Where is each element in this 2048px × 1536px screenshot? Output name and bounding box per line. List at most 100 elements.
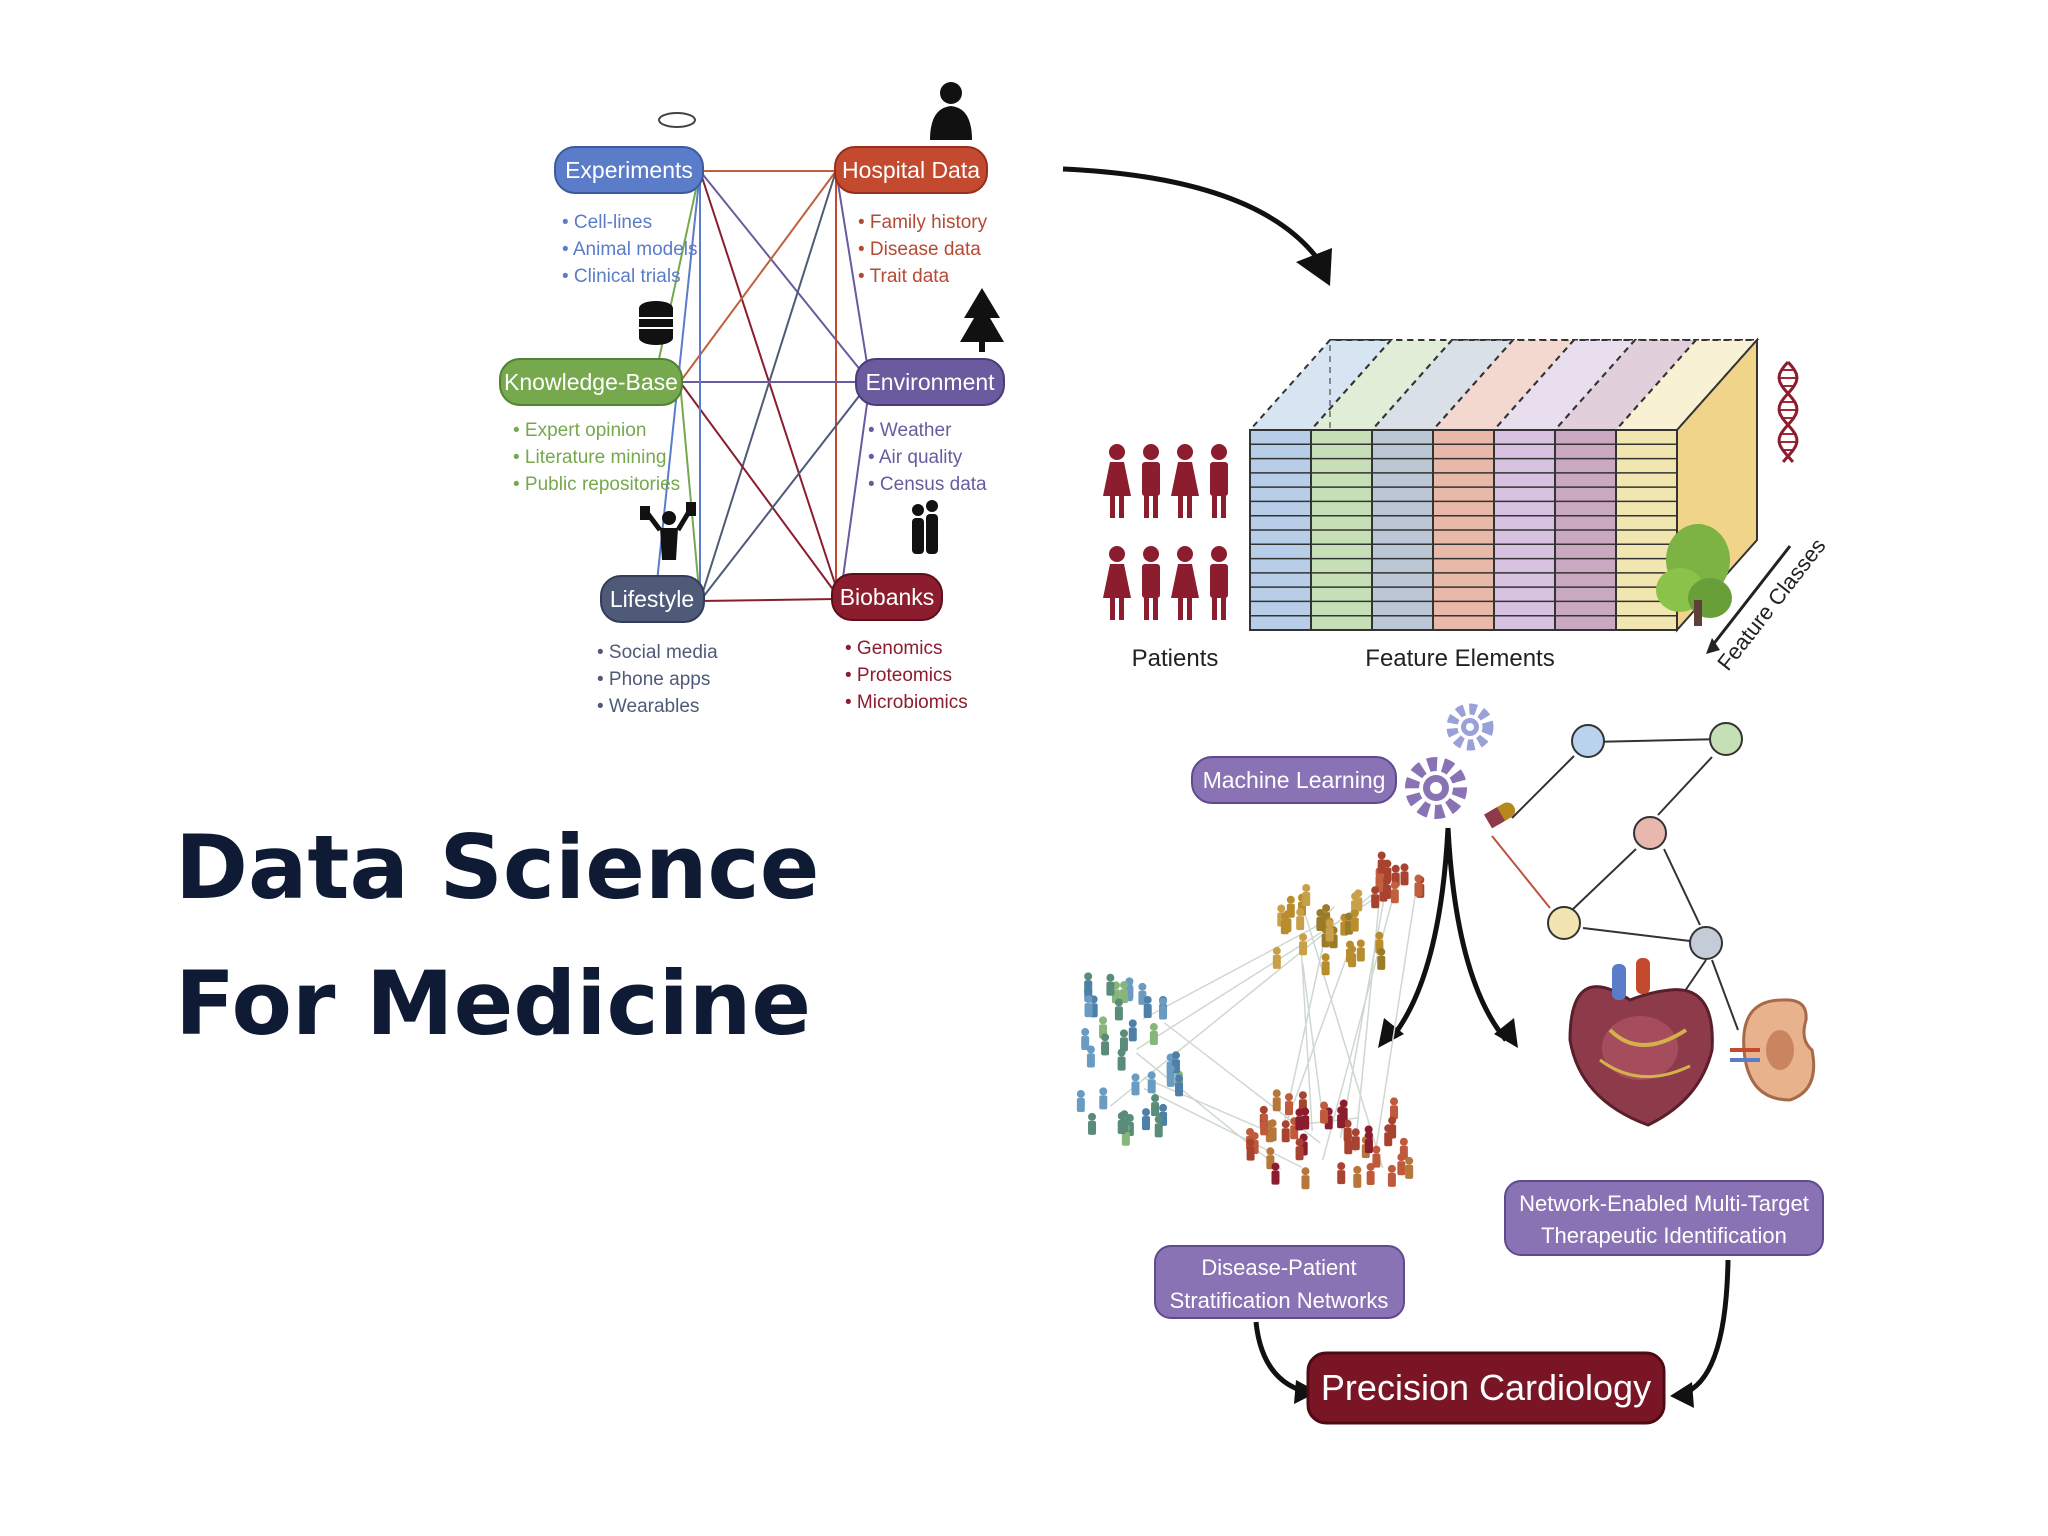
patient-node bbox=[1154, 1115, 1163, 1138]
environment-label: Environment bbox=[865, 369, 995, 395]
arrow-to-outcome-right-head bbox=[1670, 1382, 1694, 1408]
patient-icon bbox=[1103, 546, 1131, 620]
split-arrow-right-head bbox=[1494, 1018, 1518, 1048]
patient-node bbox=[1377, 947, 1386, 970]
patient-node bbox=[1283, 910, 1292, 933]
tree-icon bbox=[960, 288, 1004, 352]
feature-cube: Patients Feature Elements Feature Classe… bbox=[1103, 337, 1831, 675]
patient-node bbox=[1354, 889, 1363, 912]
patient-icon bbox=[1103, 444, 1131, 518]
source-biobanks: Biobanks • Genomics • Proteomics • Micro… bbox=[831, 500, 968, 713]
patient-icon bbox=[1171, 444, 1199, 518]
pill-icon bbox=[1484, 802, 1516, 829]
patient-node bbox=[1344, 1132, 1353, 1155]
patient-node bbox=[1353, 1165, 1362, 1188]
patient-node bbox=[1387, 1164, 1396, 1187]
patient-stratification-network bbox=[1076, 851, 1425, 1190]
experiments-item: • Animal models bbox=[562, 239, 698, 260]
hospital-data-box bbox=[834, 146, 988, 194]
patient-node bbox=[1390, 1097, 1399, 1120]
patient-node bbox=[1159, 997, 1168, 1020]
hospital-data-item: • Disease data bbox=[858, 239, 981, 260]
machine-learning-section: Machine Learning bbox=[1076, 703, 1824, 1425]
source-knowledge-base: Knowledge-Base • Expert opinion • Litera… bbox=[499, 301, 683, 495]
therapeutic-identification-box bbox=[1504, 1180, 1824, 1256]
stratification-box bbox=[1154, 1245, 1405, 1319]
hospital-data-label: Hospital Data bbox=[842, 157, 980, 183]
patient-node bbox=[1295, 1138, 1304, 1161]
precision-cardiology-label: Precision Cardiology bbox=[1321, 1367, 1651, 1408]
patient-node bbox=[1337, 1162, 1346, 1185]
experiments-item: • Cell-lines bbox=[562, 212, 652, 233]
split-arrow-left-head bbox=[1378, 1018, 1404, 1048]
patient-icon bbox=[1142, 546, 1160, 620]
source-lifestyle: Lifestyle • Social media • Phone apps • … bbox=[597, 502, 718, 717]
patient-node bbox=[1114, 998, 1123, 1021]
flow-arrow bbox=[1062, 166, 1323, 264]
patient-node bbox=[1088, 1112, 1097, 1135]
patient-node bbox=[1320, 1101, 1329, 1124]
patient-node bbox=[1268, 1119, 1277, 1142]
knowledge-base-item: • Public repositories bbox=[513, 474, 680, 495]
patient-node bbox=[1101, 1033, 1110, 1056]
weightlifter-icon bbox=[640, 502, 696, 560]
patient-node bbox=[1149, 1023, 1158, 1046]
environment-item: • Census data bbox=[868, 474, 987, 495]
patient-node bbox=[1281, 1120, 1290, 1143]
database-icon bbox=[639, 301, 673, 345]
patient-icons bbox=[1103, 444, 1228, 620]
title-line-1: Data Science bbox=[175, 816, 820, 919]
stratification-label-line2: Stratification Networks bbox=[1170, 1288, 1389, 1313]
patient-node bbox=[1099, 1087, 1108, 1110]
patient-node bbox=[1296, 908, 1305, 931]
biobanks-item: • Genomics bbox=[845, 638, 942, 659]
patient-node bbox=[1372, 1145, 1381, 1168]
patient-node bbox=[1299, 933, 1308, 956]
kidney-icon bbox=[1730, 998, 1816, 1102]
precision-cardiology-box bbox=[1306, 1351, 1666, 1425]
patient-node bbox=[1295, 1108, 1304, 1131]
arrow-to-outcome-left-head bbox=[1294, 1380, 1318, 1404]
split-arrow-left bbox=[1388, 827, 1451, 1042]
patient-node bbox=[1388, 1116, 1397, 1139]
patient-node bbox=[1143, 995, 1152, 1018]
experiments-box bbox=[554, 146, 704, 194]
patient-node bbox=[1356, 939, 1365, 962]
environment-item: • Weather bbox=[868, 420, 952, 441]
patient-node bbox=[1350, 909, 1359, 932]
therapeutic-label-line2: Therapeutic Identification bbox=[1541, 1223, 1787, 1248]
patient-node bbox=[1272, 1089, 1281, 1112]
patient-icon bbox=[1171, 546, 1199, 620]
knowledge-base-box bbox=[499, 358, 683, 406]
hospital-data-item: • Trait data bbox=[858, 266, 950, 287]
patient-node bbox=[1348, 945, 1357, 968]
patient-node bbox=[1301, 1167, 1310, 1190]
knowledge-base-item: • Expert opinion bbox=[513, 420, 646, 441]
tree-icon bbox=[1656, 524, 1732, 626]
lifestyle-label: Lifestyle bbox=[610, 586, 694, 612]
people-icon bbox=[912, 500, 938, 554]
dna-icon bbox=[1777, 361, 1799, 463]
feature-classes-arrow bbox=[1710, 545, 1792, 647]
stratification-label-line1: Disease-Patient bbox=[1201, 1255, 1356, 1280]
patient-node bbox=[1272, 946, 1281, 969]
experiments-item: • Clinical trials bbox=[562, 266, 681, 287]
knowledge-base-label: Knowledge-Base bbox=[504, 369, 678, 395]
biobanks-label: Biobanks bbox=[840, 584, 935, 610]
patient-node bbox=[1260, 1113, 1269, 1136]
gear-icon bbox=[1405, 757, 1467, 819]
patient-node bbox=[1271, 1162, 1280, 1185]
patient-icon bbox=[1210, 546, 1228, 620]
heart-icon bbox=[1568, 958, 1714, 1127]
environment-item: • Air quality bbox=[868, 447, 963, 468]
therapeutic-label-line1: Network-Enabled Multi-Target bbox=[1519, 1191, 1809, 1216]
flow-arrow-head bbox=[1296, 248, 1332, 286]
patient-node bbox=[1366, 1162, 1375, 1185]
patient-node bbox=[1371, 886, 1380, 909]
petri-dish-icon bbox=[658, 112, 696, 128]
biobanks-item: • Proteomics bbox=[845, 665, 952, 686]
patient-node bbox=[1117, 1112, 1126, 1135]
split-arrow-right bbox=[1445, 827, 1508, 1042]
feature-classes-arrow-head bbox=[1706, 638, 1720, 654]
arrow-to-outcome-right bbox=[1681, 1259, 1731, 1397]
